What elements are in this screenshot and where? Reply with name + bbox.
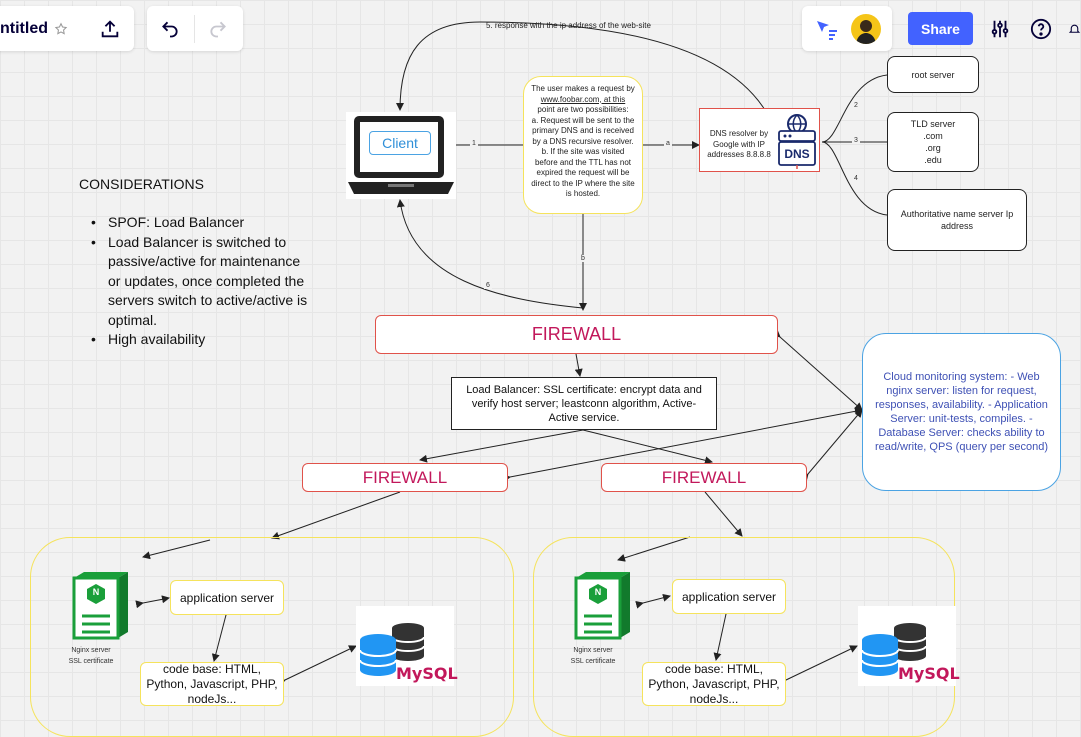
nginx-badge-label: N <box>92 587 100 597</box>
client-label: Client <box>369 131 431 155</box>
edge-r-in <box>617 536 691 562</box>
redo-icon[interactable] <box>206 17 230 41</box>
application-server-node[interactable]: application server <box>170 580 284 615</box>
dns-resolver-label: DNS resolver by Google with IP addresses… <box>707 129 771 159</box>
diagram-connectors <box>135 21 888 687</box>
edge-l-nginx-app <box>135 595 170 609</box>
upload-icon[interactable] <box>98 17 122 41</box>
board-title[interactable]: ntitled <box>0 20 48 37</box>
request-note[interactable]: The user makes a request by www.foobar.c… <box>523 76 643 214</box>
note-line: point are two possibilities: <box>537 105 629 114</box>
tld-line: .com <box>923 131 943 141</box>
edge-2 <box>821 74 888 143</box>
nginx-label: Nginx server SSL certificate <box>68 647 114 665</box>
dns-server-icon: DNS <box>776 112 818 170</box>
mysql-label: MySQL <box>396 664 458 683</box>
client-node[interactable]: Client <box>346 112 456 199</box>
root-server-node[interactable]: root server <box>887 56 979 93</box>
edge-6 <box>396 199 584 309</box>
laptop-icon <box>348 116 454 194</box>
edge-l-in <box>142 539 211 560</box>
edge-4 <box>821 141 888 216</box>
tld-line: .org <box>925 143 941 153</box>
note-line: primary DNS and is received <box>532 126 634 135</box>
nginx-badge-label: N <box>594 587 602 597</box>
bell-icon[interactable] <box>1068 17 1081 41</box>
considerations-title: CONSIDERATIONS <box>79 176 204 192</box>
edge-fwr-group <box>704 491 743 537</box>
dns-resolver-node[interactable]: DNS resolver by Google with IP addresses… <box>699 108 820 172</box>
authoritative-server-node[interactable]: Authoritative name server Ip address <box>887 189 1027 251</box>
note-line: is hosted. <box>565 189 601 198</box>
note-line: a. Request will be sent to the <box>531 115 635 125</box>
code-base-node[interactable]: code base: HTML, Python, Javascript, PHP… <box>642 662 786 706</box>
history-panel <box>147 6 243 51</box>
edge-label-1: 1 <box>470 140 478 147</box>
edge-r-nginx-app <box>635 593 671 609</box>
share-button[interactable]: Share <box>908 12 973 45</box>
edge-label-3: 3 <box>852 137 860 144</box>
tld-server-node[interactable]: TLD server .com .org .edu <box>887 112 979 172</box>
edge-cloud-fwtop <box>772 329 863 411</box>
nginx-label: Nginx server SSL certificate <box>570 647 616 665</box>
avatar[interactable] <box>851 14 881 44</box>
settings-sliders-icon[interactable] <box>988 17 1012 41</box>
considerations-list: SPOF: Load Balancer Load Balancer is swi… <box>79 213 314 350</box>
edge-cloud-fwr <box>800 409 863 482</box>
consideration-item: SPOF: Load Balancer <box>79 213 314 233</box>
edge-l-code-db <box>276 645 357 687</box>
note-line: before and the TTL has not <box>534 157 632 167</box>
edge-lb-fwl <box>419 429 584 463</box>
mysql-label: MySQL <box>898 664 960 683</box>
note-line: expired the request will be <box>536 168 630 177</box>
history-divider <box>194 15 195 43</box>
mysql-icon[interactable]: MySQL <box>858 606 960 686</box>
edge-r-code-db <box>777 645 858 687</box>
edge-lb-fwr <box>582 429 713 465</box>
edge-label-6: 6 <box>484 282 492 289</box>
note-line: by a DNS recursive resolver. <box>532 136 634 146</box>
note-link[interactable]: www.foobar.com, at this <box>540 94 626 104</box>
edge-label-b: b <box>579 255 587 262</box>
cloud-monitoring-node[interactable]: Cloud monitoring system: - Web nginx ser… <box>862 333 1061 491</box>
firewall-right[interactable]: FIREWALL <box>601 463 807 492</box>
load-balancer-node[interactable]: Load Balancer: SSL certificate: encrypt … <box>451 377 717 430</box>
board-title-panel <box>0 6 134 51</box>
firewall-top[interactable]: FIREWALL <box>375 315 778 354</box>
edge-response-to-client <box>396 21 766 111</box>
edge-label-2: 2 <box>852 102 860 109</box>
consideration-item: Load Balancer is switched to passive/act… <box>79 233 314 331</box>
help-icon[interactable] <box>1029 17 1053 41</box>
edge-fwl-group <box>271 491 401 540</box>
edge-label-a: a <box>664 140 672 147</box>
edge-label-4: 4 <box>852 175 860 182</box>
tld-line: .edu <box>924 155 942 165</box>
edge-fw-lb <box>574 353 583 377</box>
edge-r-app-code <box>713 606 732 661</box>
consideration-item: High availability <box>79 330 314 350</box>
code-base-node[interactable]: code base: HTML, Python, Javascript, PHP… <box>140 662 284 706</box>
tld-line: TLD server <box>910 119 956 129</box>
note-line: b. If the site was visited <box>541 147 625 156</box>
undo-icon[interactable] <box>158 17 182 41</box>
firewall-left[interactable]: FIREWALL <box>302 463 508 492</box>
nginx-server-icon[interactable]: N <box>572 570 632 642</box>
star-icon[interactable] <box>52 20 70 38</box>
nginx-server-icon[interactable]: N <box>70 570 130 642</box>
response-label: 5. response with the ip address of the w… <box>486 21 651 30</box>
application-server-node[interactable]: application server <box>672 579 786 614</box>
note-line: direct to the IP where the site <box>531 178 635 188</box>
mysql-icon[interactable]: MySQL <box>356 606 458 686</box>
note-line: The user makes a request by <box>531 84 635 93</box>
dns-icon-label: DNS <box>784 147 810 161</box>
collaboration-cursor-icon[interactable] <box>814 17 840 41</box>
edge-l-app-code <box>211 607 232 662</box>
